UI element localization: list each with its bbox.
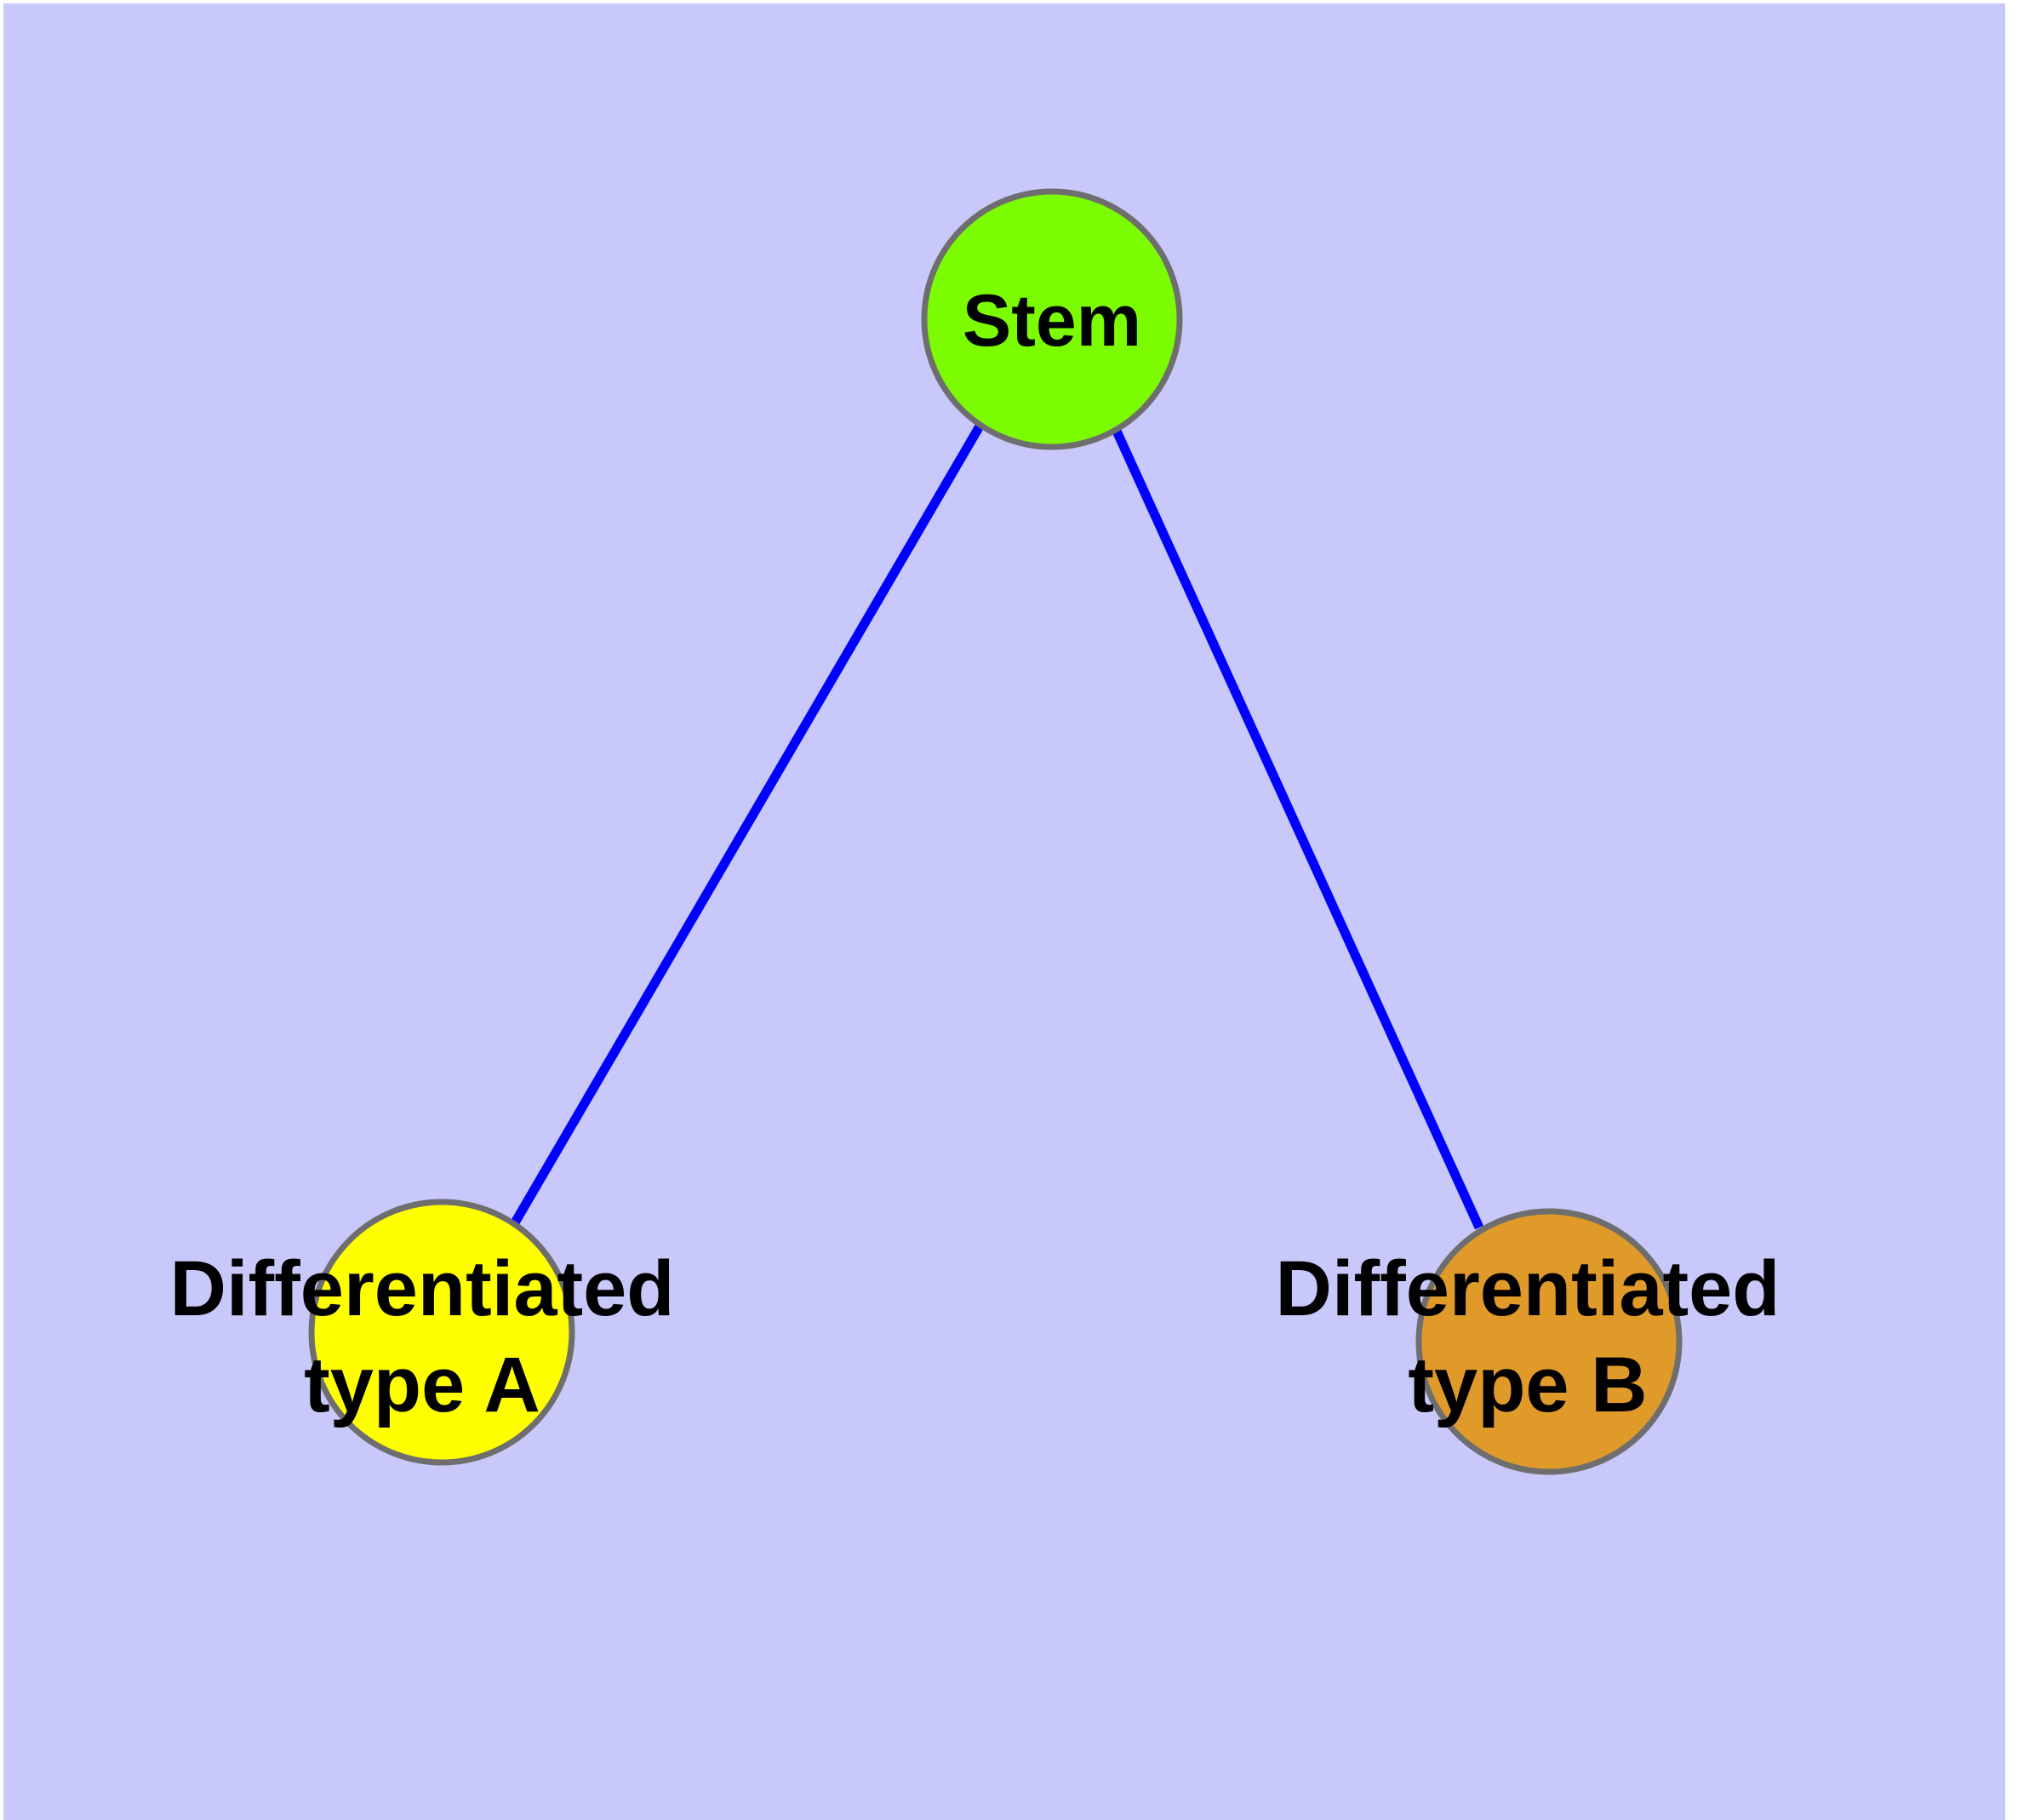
edges-group [510, 422, 1484, 1230]
node-label-differentiated-type-b: Differentiated type B [1276, 1245, 1780, 1428]
label-line: type B [1408, 1342, 1647, 1428]
label-line: type A [304, 1342, 540, 1428]
node-label-differentiated-type-a: Differentiated type A [170, 1245, 675, 1428]
label-line: Differentiated [170, 1245, 675, 1332]
edge-stem-to-differentiated-type-a[interactable] [510, 422, 985, 1227]
label-line: Stem [963, 280, 1141, 362]
edge-stem-to-differentiated-type-b[interactable] [1110, 425, 1484, 1230]
node-stem[interactable] [921, 188, 1183, 450]
labels-group: Stem Differentiated type A Differentiated… [170, 280, 1780, 1428]
node-label-stem: Stem [963, 280, 1141, 362]
label-line: Differentiated [1276, 1245, 1780, 1332]
node-differentiated-type-a[interactable] [308, 1199, 575, 1466]
node-differentiated-type-b[interactable] [1415, 1208, 1683, 1475]
nodes-group [308, 188, 1683, 1475]
